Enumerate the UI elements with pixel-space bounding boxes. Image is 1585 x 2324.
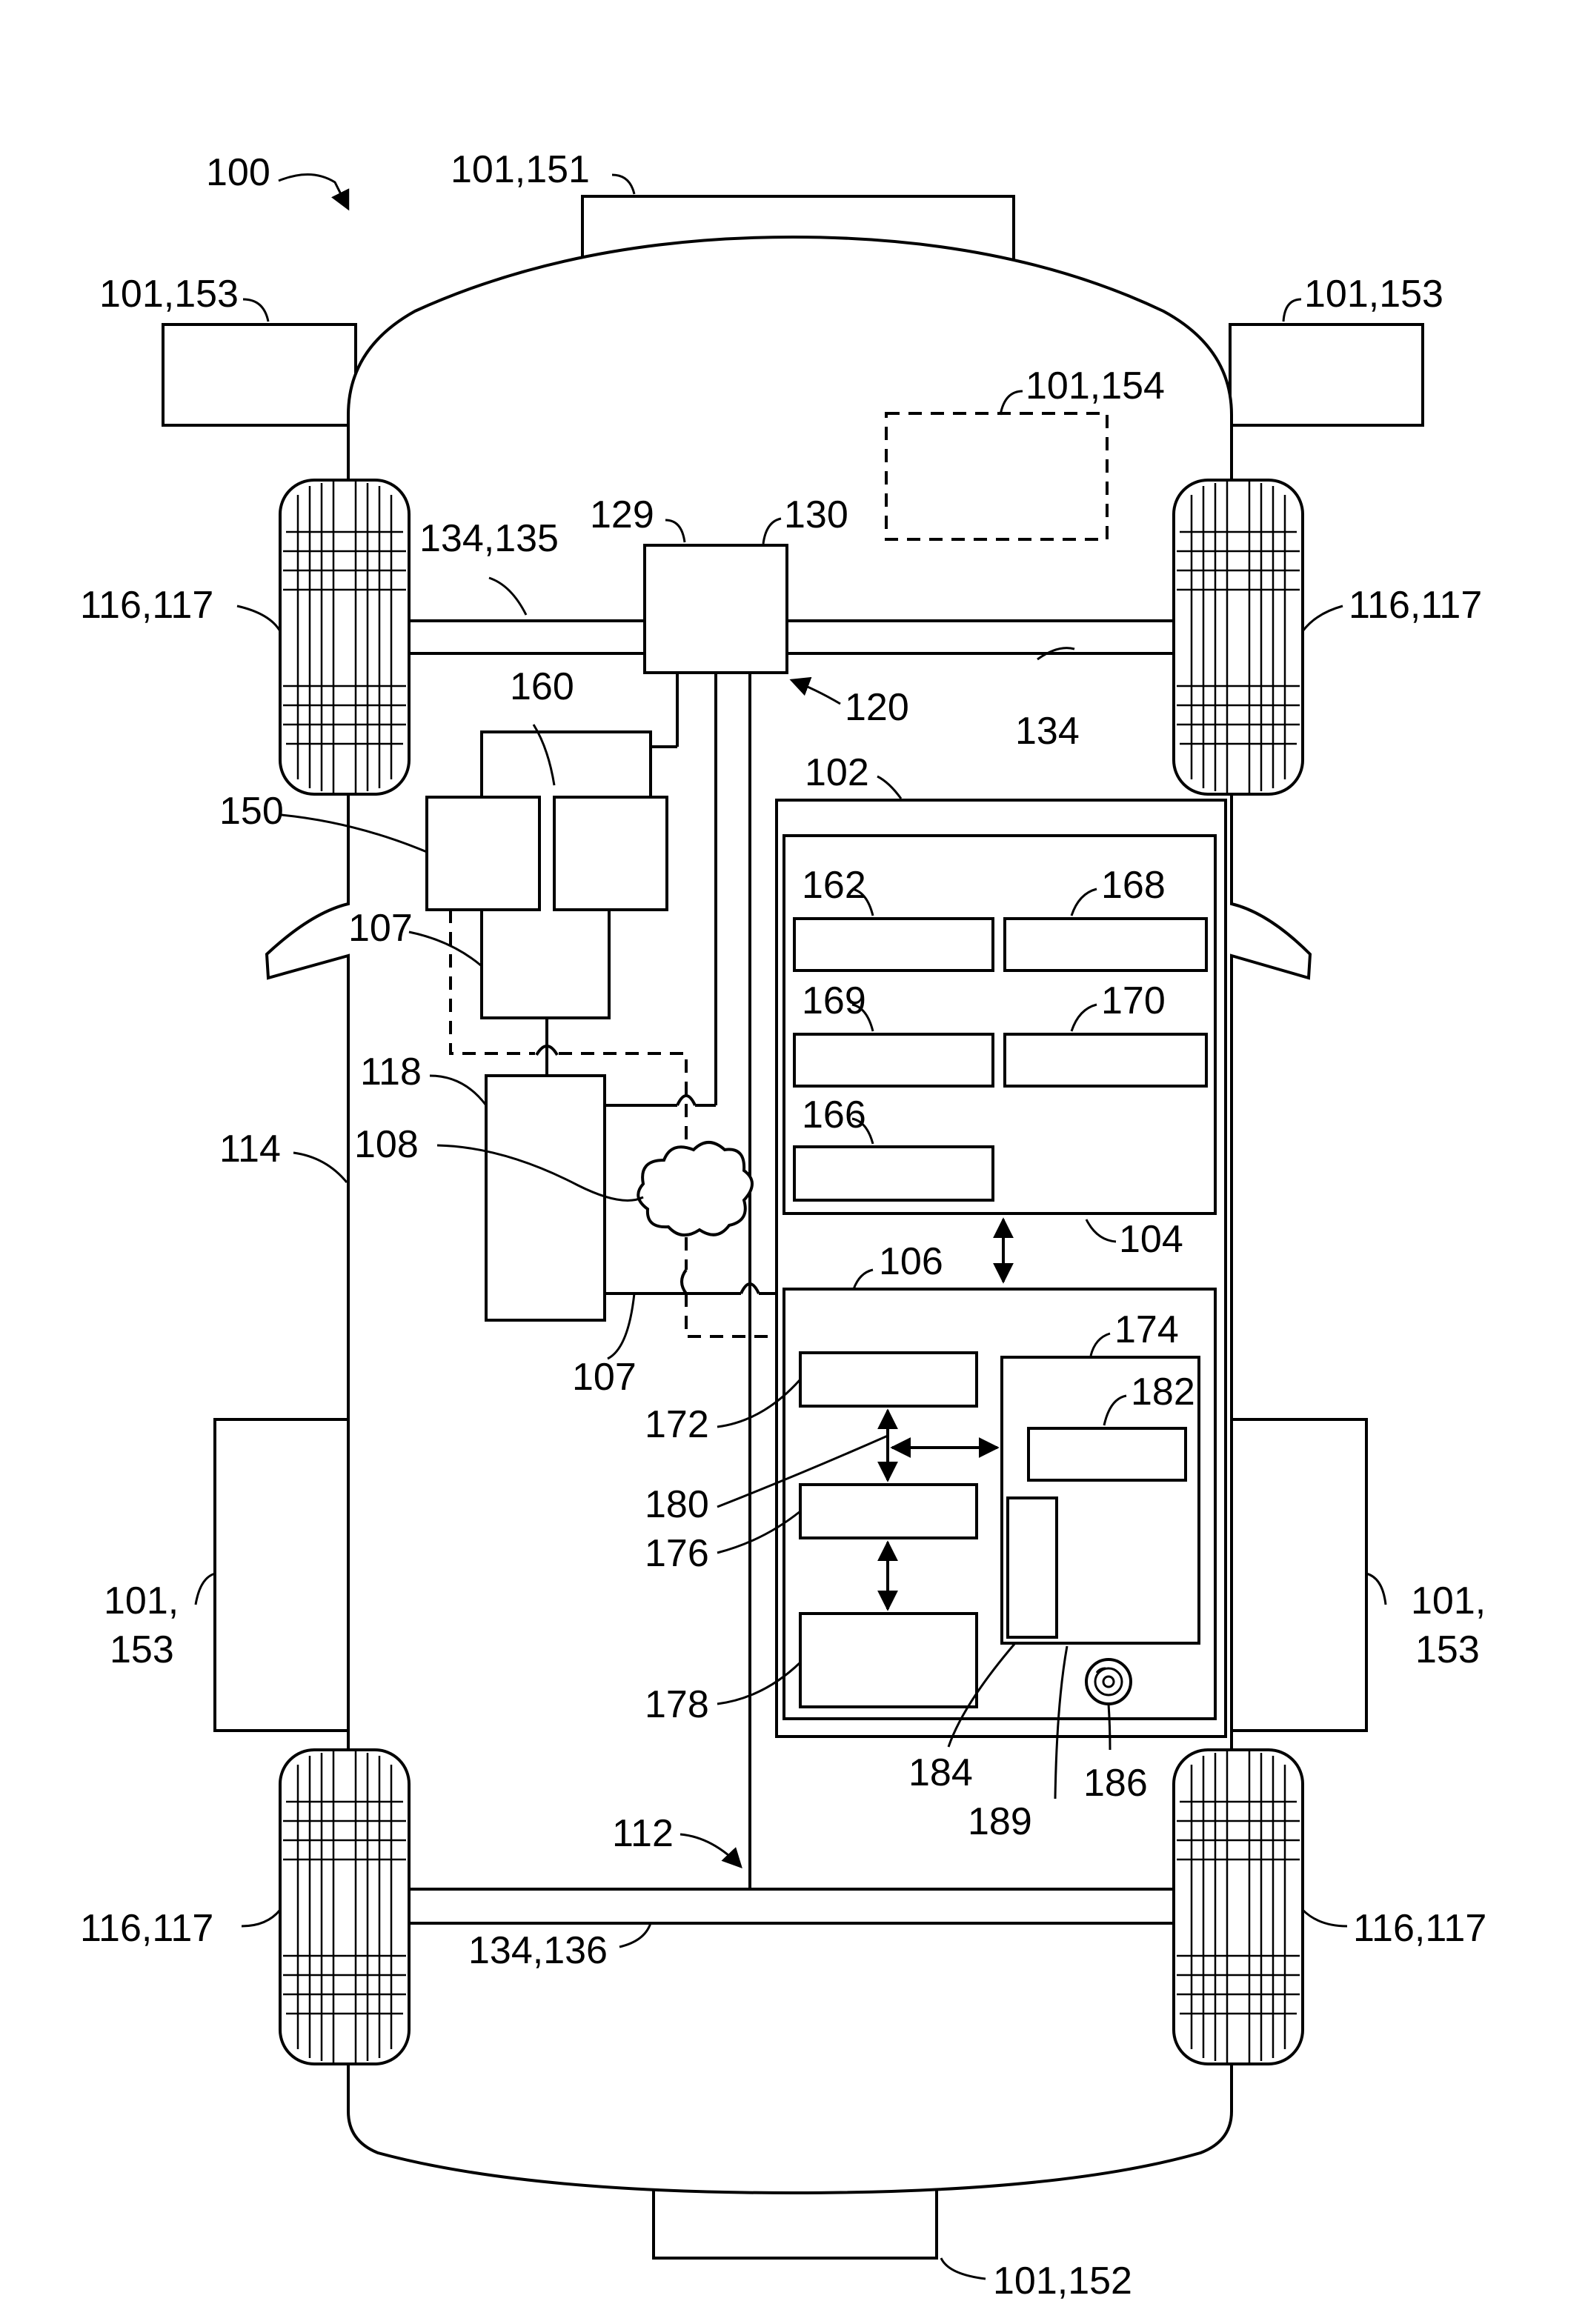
label-189: 189 <box>968 1800 1032 1843</box>
disc-186-icon <box>1086 1659 1131 1704</box>
box-182 <box>1029 1428 1186 1480</box>
label-100: 100 <box>206 151 270 194</box>
label-134-135: 134,135 <box>419 517 559 560</box>
label-116-117-bottom-right: 116,117 <box>1353 1907 1486 1950</box>
box-160 <box>554 797 667 910</box>
box-130 <box>645 545 787 673</box>
box-170 <box>1005 1034 1206 1086</box>
label-107-bottom: 107 <box>572 1356 637 1399</box>
label-178: 178 <box>645 1683 709 1726</box>
label-101-right: 101, <box>1411 1579 1486 1622</box>
label-134-136: 134,136 <box>468 1929 608 1972</box>
wheel-rear-right <box>1174 1750 1303 2064</box>
label-108: 108 <box>354 1123 419 1166</box>
label-166: 166 <box>802 1093 866 1136</box>
label-116-117-top-left: 116,117 <box>80 584 213 627</box>
box-166 <box>794 1147 993 1200</box>
label-118: 118 <box>360 1051 422 1093</box>
label-150: 150 <box>219 790 284 833</box>
label-120: 120 <box>845 686 909 729</box>
box-176 <box>800 1485 977 1538</box>
label-153-left: 153 <box>110 1628 174 1671</box>
rear-axle-134-136 <box>409 1889 1174 1923</box>
label-169: 169 <box>802 979 866 1022</box>
label-162: 162 <box>802 864 866 907</box>
label-101-154: 101,154 <box>1026 364 1165 407</box>
label-129: 129 <box>590 493 654 536</box>
wheel-front-right <box>1174 480 1303 794</box>
label-101-152: 101,152 <box>993 2260 1132 2303</box>
label-101-153-top-right: 101,153 <box>1304 273 1443 316</box>
label-170: 170 <box>1101 979 1166 1022</box>
label-184: 184 <box>908 1751 973 1794</box>
wheel-front-left <box>280 480 409 794</box>
right-side-sensor-box-153 <box>1227 1419 1366 1731</box>
box-178 <box>800 1614 977 1707</box>
box-118 <box>486 1076 605 1320</box>
label-180: 180 <box>645 1483 709 1526</box>
label-101-151: 101,151 <box>451 148 590 191</box>
label-176: 176 <box>645 1532 709 1575</box>
label-134: 134 <box>1015 710 1080 753</box>
label-104: 104 <box>1119 1218 1183 1261</box>
left-side-sensor-box-153 <box>215 1419 350 1731</box>
wheel-rear-left <box>280 1750 409 2064</box>
label-106: 106 <box>879 1240 943 1283</box>
label-130: 130 <box>784 493 848 536</box>
label-186: 186 <box>1083 1762 1148 1805</box>
label-101-153-top-left: 101,153 <box>99 273 239 316</box>
box-150 <box>427 797 539 910</box>
label-174: 174 <box>1114 1308 1179 1351</box>
label-116-117-bottom-left: 116,117 <box>80 1907 213 1950</box>
label-182: 182 <box>1131 1371 1195 1414</box>
label-172: 172 <box>645 1403 709 1446</box>
front-right-sensor-box-153 <box>1230 324 1423 425</box>
label-101-left: 101, <box>104 1579 179 1622</box>
box-162 <box>794 919 993 970</box>
label-114: 114 <box>219 1128 281 1171</box>
label-102: 102 <box>805 751 869 794</box>
label-168: 168 <box>1101 864 1166 907</box>
box-184 <box>1008 1498 1057 1637</box>
box-169 <box>794 1034 993 1086</box>
box-168 <box>1005 919 1206 970</box>
label-153-right: 153 <box>1415 1628 1480 1671</box>
label-116-117-top-right: 116,117 <box>1349 584 1482 627</box>
label-107-top: 107 <box>348 907 413 950</box>
front-left-sensor-box-153 <box>163 324 356 425</box>
label-160: 160 <box>510 665 574 708</box>
box-172 <box>800 1353 977 1406</box>
label-112: 112 <box>612 1812 674 1855</box>
